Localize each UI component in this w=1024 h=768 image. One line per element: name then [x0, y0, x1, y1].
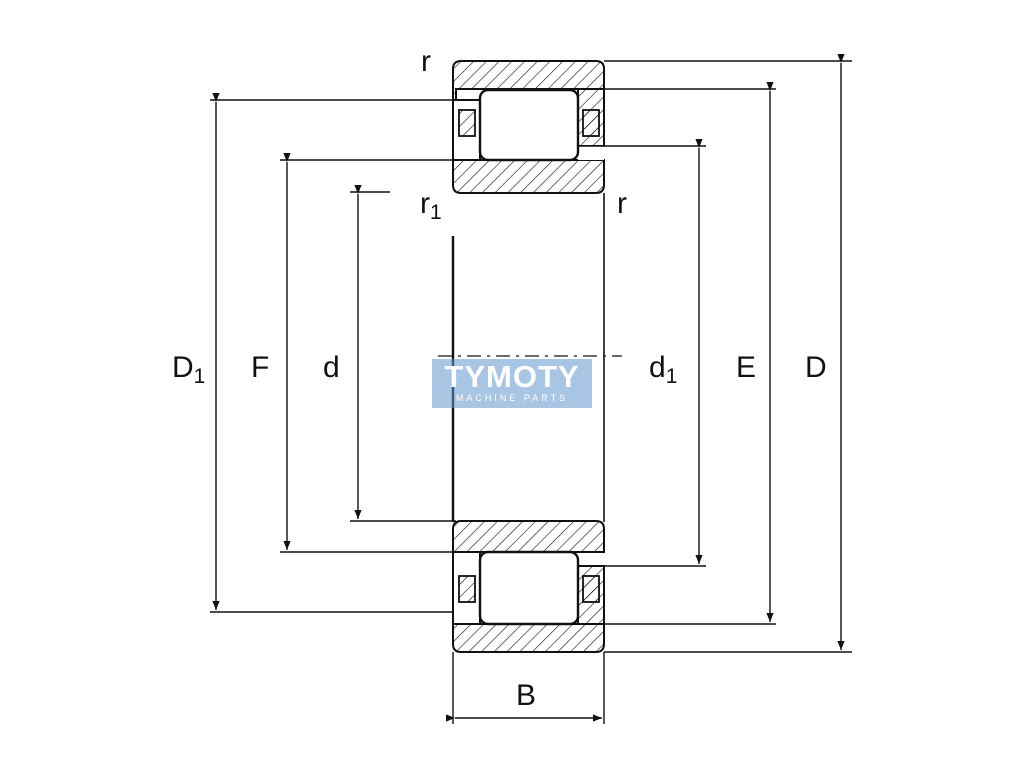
cage-top-right [582, 109, 600, 137]
bearing-section-top [452, 60, 605, 194]
label-d1: d1 [649, 351, 677, 388]
watermark-subtitle: MACHINE PARTS [455, 393, 569, 403]
label-B: B [516, 679, 536, 712]
dimension-lines [212, 54, 845, 722]
label-d: d [323, 351, 340, 384]
cage-bottom-right [582, 575, 600, 603]
label-E: E [736, 351, 756, 384]
label-r-top: r [421, 45, 431, 78]
label-r1: r1 [420, 187, 442, 224]
roller-bottom [478, 550, 580, 626]
roller-top [478, 88, 580, 162]
bearing-section-bottom [452, 520, 605, 653]
body-lines [438, 193, 622, 522]
watermark-title: TYMOTY [444, 359, 580, 394]
label-D1: D1 [172, 351, 205, 388]
label-D: D [805, 351, 827, 384]
label-F: F [251, 351, 269, 384]
label-r-right: r [617, 187, 627, 220]
cage-bottom-left [458, 575, 476, 603]
watermark-logo: TYMOTY MACHINE PARTS [432, 359, 592, 408]
cage-top-left [458, 109, 476, 137]
